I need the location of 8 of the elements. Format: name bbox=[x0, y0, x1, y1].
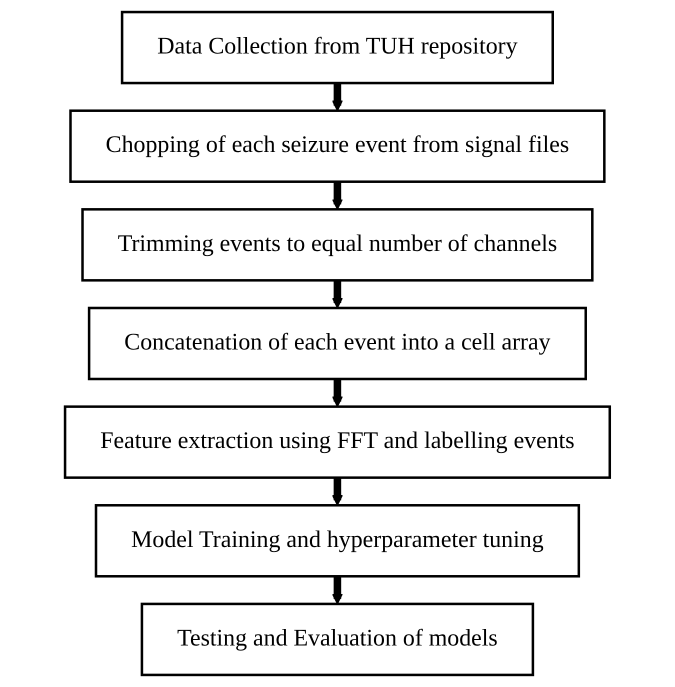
arrow bbox=[332, 378, 344, 408]
process-box: Trimming events to equal number of channels bbox=[81, 208, 594, 282]
process-box: Chopping of each seizure event from signal files bbox=[69, 109, 606, 183]
process-box: Testing and Evaluation of models bbox=[140, 602, 534, 676]
process-box: Feature extraction using FFT and labelling events bbox=[64, 405, 612, 479]
process-box: Data Collection from TUH repository bbox=[120, 10, 554, 84]
process-box: Concatenation of each event into a cell array bbox=[88, 306, 588, 380]
process-box: Model Training and hyperparameter tuning bbox=[94, 504, 580, 578]
